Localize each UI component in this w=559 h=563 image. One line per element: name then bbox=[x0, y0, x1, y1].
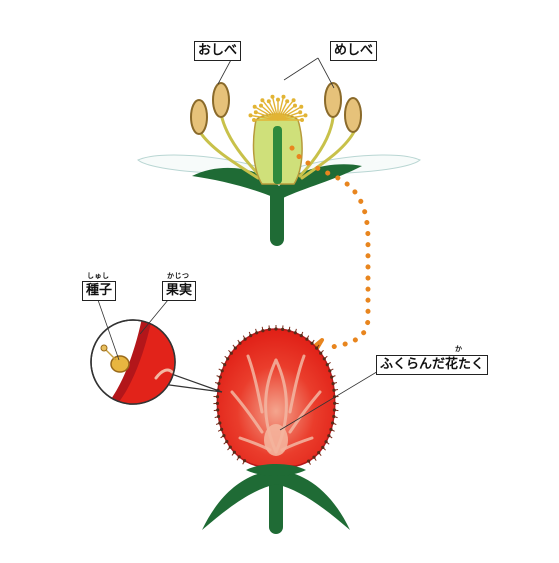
surface-seed bbox=[220, 428, 223, 431]
surface-seed bbox=[234, 347, 237, 350]
surface-seed bbox=[315, 347, 318, 350]
pistil-stigma bbox=[267, 99, 271, 103]
receptacle-center bbox=[264, 424, 288, 456]
surface-seed bbox=[219, 376, 222, 379]
receptacle-core bbox=[273, 126, 282, 184]
pistil-label: めしべ bbox=[330, 41, 377, 61]
surface-seed bbox=[332, 389, 335, 392]
surface-seed bbox=[233, 451, 236, 454]
surface-seed bbox=[274, 327, 277, 330]
surface-seed bbox=[229, 446, 232, 449]
magnified-view bbox=[91, 300, 222, 410]
pistil-stigma bbox=[260, 98, 264, 102]
flower bbox=[138, 83, 420, 246]
pistil-leader bbox=[318, 58, 334, 88]
anther bbox=[325, 83, 341, 117]
surface-seed bbox=[221, 369, 224, 372]
surface-seed bbox=[333, 402, 336, 405]
stamen-leader bbox=[218, 58, 232, 84]
surface-seed bbox=[323, 357, 326, 360]
pistil-stigma bbox=[304, 113, 308, 117]
seed-ruby: しゅし bbox=[87, 271, 110, 281]
surface-seed bbox=[332, 415, 335, 418]
strawberry bbox=[202, 325, 350, 534]
surface-seed bbox=[217, 415, 220, 418]
surface-seed bbox=[217, 382, 220, 385]
surface-seed bbox=[268, 328, 271, 331]
pistil-stigma bbox=[300, 118, 304, 122]
surface-seed bbox=[310, 342, 313, 345]
pistil-stigma bbox=[254, 110, 258, 114]
surface-seed bbox=[261, 329, 264, 332]
pistil-stigma bbox=[282, 95, 286, 99]
surface-seed bbox=[216, 402, 219, 405]
receptacle-label: ふくらんだ花たく bbox=[376, 355, 488, 375]
surface-seed bbox=[319, 352, 322, 355]
pistil-stigma bbox=[293, 104, 297, 108]
pistil-leader bbox=[284, 58, 318, 80]
fruit-calyx-right bbox=[276, 470, 350, 530]
surface-seed bbox=[325, 440, 328, 443]
pistil-stigma bbox=[299, 105, 303, 109]
pistil-stigma bbox=[249, 113, 253, 117]
surface-seed bbox=[226, 357, 229, 360]
stamen-label: おしべ bbox=[194, 41, 241, 61]
pistil-stigma bbox=[253, 105, 257, 109]
surface-seed bbox=[317, 451, 320, 454]
surface-seed bbox=[216, 408, 219, 411]
anther bbox=[345, 98, 361, 132]
fruit-ruby: かじつ bbox=[167, 271, 190, 281]
surface-seed bbox=[244, 338, 247, 341]
surface-seed bbox=[328, 369, 331, 372]
surface-seed bbox=[300, 334, 303, 337]
surface-seed bbox=[288, 329, 291, 332]
pistil-stigma bbox=[285, 99, 289, 103]
surface-seed bbox=[249, 334, 252, 337]
seed-label: 種子 bbox=[82, 281, 116, 301]
pistil-stigma bbox=[276, 98, 280, 102]
surface-seed bbox=[327, 434, 330, 437]
surface-seed bbox=[238, 342, 241, 345]
pistil-stigma bbox=[271, 95, 275, 99]
surface-seed bbox=[307, 460, 310, 463]
surface-seed bbox=[243, 459, 246, 462]
surface-seed bbox=[223, 363, 226, 366]
surface-seed bbox=[230, 352, 233, 355]
surface-seed bbox=[332, 382, 335, 385]
receptacle-ruby: か bbox=[455, 344, 463, 354]
flower-stem bbox=[270, 188, 284, 246]
surface-seed bbox=[238, 455, 241, 458]
fruit-calyx-left bbox=[202, 470, 276, 530]
surface-seed bbox=[312, 456, 315, 459]
anther bbox=[213, 83, 229, 117]
surface-seed bbox=[294, 331, 297, 334]
surface-seed bbox=[326, 363, 329, 366]
anther bbox=[191, 100, 207, 134]
pistil-stigma bbox=[259, 104, 263, 108]
pistil-stigma bbox=[298, 110, 302, 114]
fruit-label: 果実 bbox=[162, 281, 196, 301]
surface-seed bbox=[329, 428, 332, 431]
surface-seed bbox=[281, 328, 284, 331]
surface-seed bbox=[330, 376, 333, 379]
surface-seed bbox=[255, 331, 258, 334]
surface-seed bbox=[333, 408, 336, 411]
surface-seed bbox=[216, 395, 219, 398]
surface-seed bbox=[305, 338, 308, 341]
surface-seed bbox=[222, 434, 225, 437]
pistil-stigma bbox=[292, 98, 296, 102]
surface-seed bbox=[321, 446, 324, 449]
surface-seed bbox=[225, 440, 228, 443]
surface-seed bbox=[218, 421, 221, 424]
surface-seed bbox=[331, 421, 334, 424]
pistil-stigma bbox=[252, 118, 256, 122]
